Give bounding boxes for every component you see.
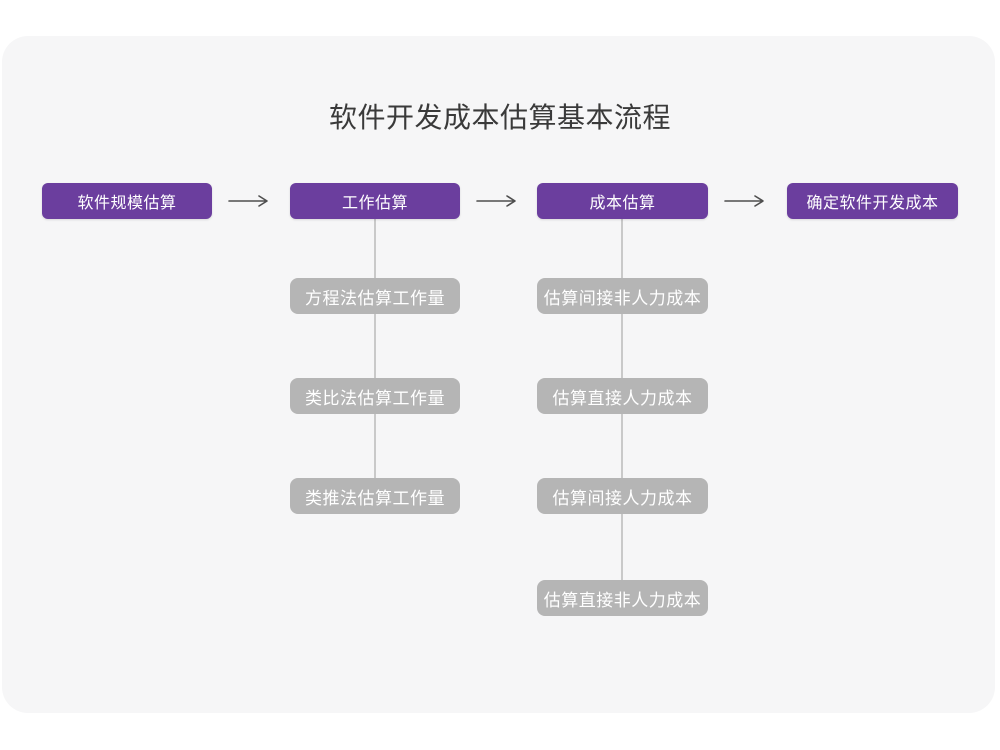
- sub-node-direct-labor-cost: 估算直接人力成本: [537, 378, 708, 414]
- page-title: 软件开发成本估算基本流程: [328, 102, 671, 133]
- sub-node-analogy-method: 类比法估算工作量: [290, 378, 460, 414]
- flow-node-determine-dev-cost: 确定软件开发成本: [787, 183, 958, 219]
- flow-node-cost-estimation: 成本估算: [537, 183, 708, 219]
- sub-node-direct-nonlabor-cost: 估算直接非人力成本: [537, 580, 708, 616]
- flow-node-work-estimation: 工作估算: [290, 183, 460, 219]
- sub-node-indirect-nonlabor-cost: 估算间接非人力成本: [537, 278, 708, 314]
- sub-node-equation-method: 方程法估算工作量: [290, 278, 460, 314]
- flow-node-software-size-estimation: 软件规模估算: [42, 183, 212, 219]
- sub-node-extrapolation-method: 类推法估算工作量: [290, 478, 460, 514]
- right-arrow-icon: [476, 194, 522, 208]
- right-arrow-icon: [724, 194, 770, 208]
- canvas-card: [2, 36, 995, 713]
- connector-line-work: [374, 219, 376, 479]
- sub-node-indirect-labor-cost: 估算间接人力成本: [537, 478, 708, 514]
- right-arrow-icon: [228, 194, 274, 208]
